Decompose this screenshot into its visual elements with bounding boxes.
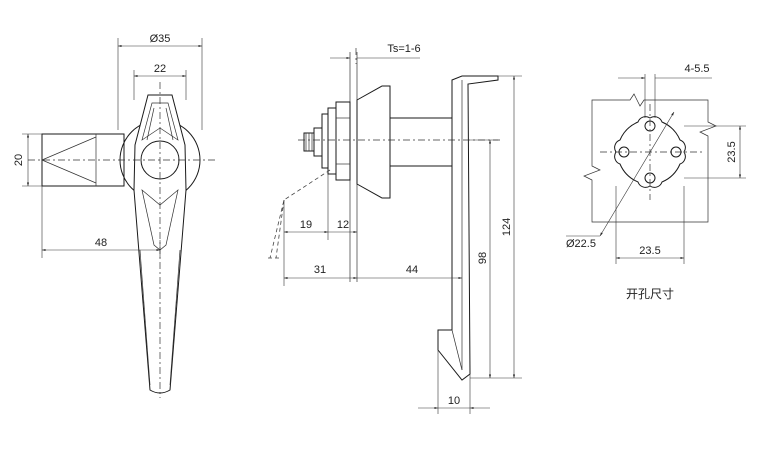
side-body-cone [356, 85, 391, 199]
dim-label-19: 19 [300, 219, 312, 231]
side-view: Ts=1-6 19 12 31 44 98 124 10 [268, 43, 522, 414]
dim-label-height-20: 20 [13, 154, 25, 166]
dim-label-length-48: 48 [95, 237, 107, 249]
dim-label-vertical-23-5: 23.5 [726, 141, 738, 162]
dim-label-44: 44 [406, 264, 418, 276]
dim-label-horizontal-23-5: 23.5 [639, 245, 660, 257]
dim-label-diameter-35: Ø35 [150, 33, 171, 45]
dim-label-98: 98 [477, 252, 489, 264]
side-nut [335, 101, 351, 181]
cutout-panel-outline [583, 93, 717, 223]
dim-label-10: 10 [448, 395, 460, 407]
dim-label-slot: 4-5.5 [684, 63, 709, 75]
front-view: Ø35 22 20 48 [13, 33, 218, 398]
side-bolt [303, 132, 315, 152]
cutout-view: 4-5.5 23.5 23.5 Ø22.5 开孔尺寸 [566, 63, 746, 301]
dim-label-12: 12 [337, 219, 349, 231]
dim-label-124: 124 [501, 218, 513, 236]
dim-label-diameter-22-5: Ø22.5 [566, 238, 596, 250]
dim-label-ts: Ts=1-6 [387, 43, 420, 55]
side-cam-hidden [268, 169, 331, 259]
cutout-caption: 开孔尺寸 [626, 287, 674, 301]
dim-label-31: 31 [314, 264, 326, 276]
dim-label-width-22: 22 [154, 63, 166, 75]
